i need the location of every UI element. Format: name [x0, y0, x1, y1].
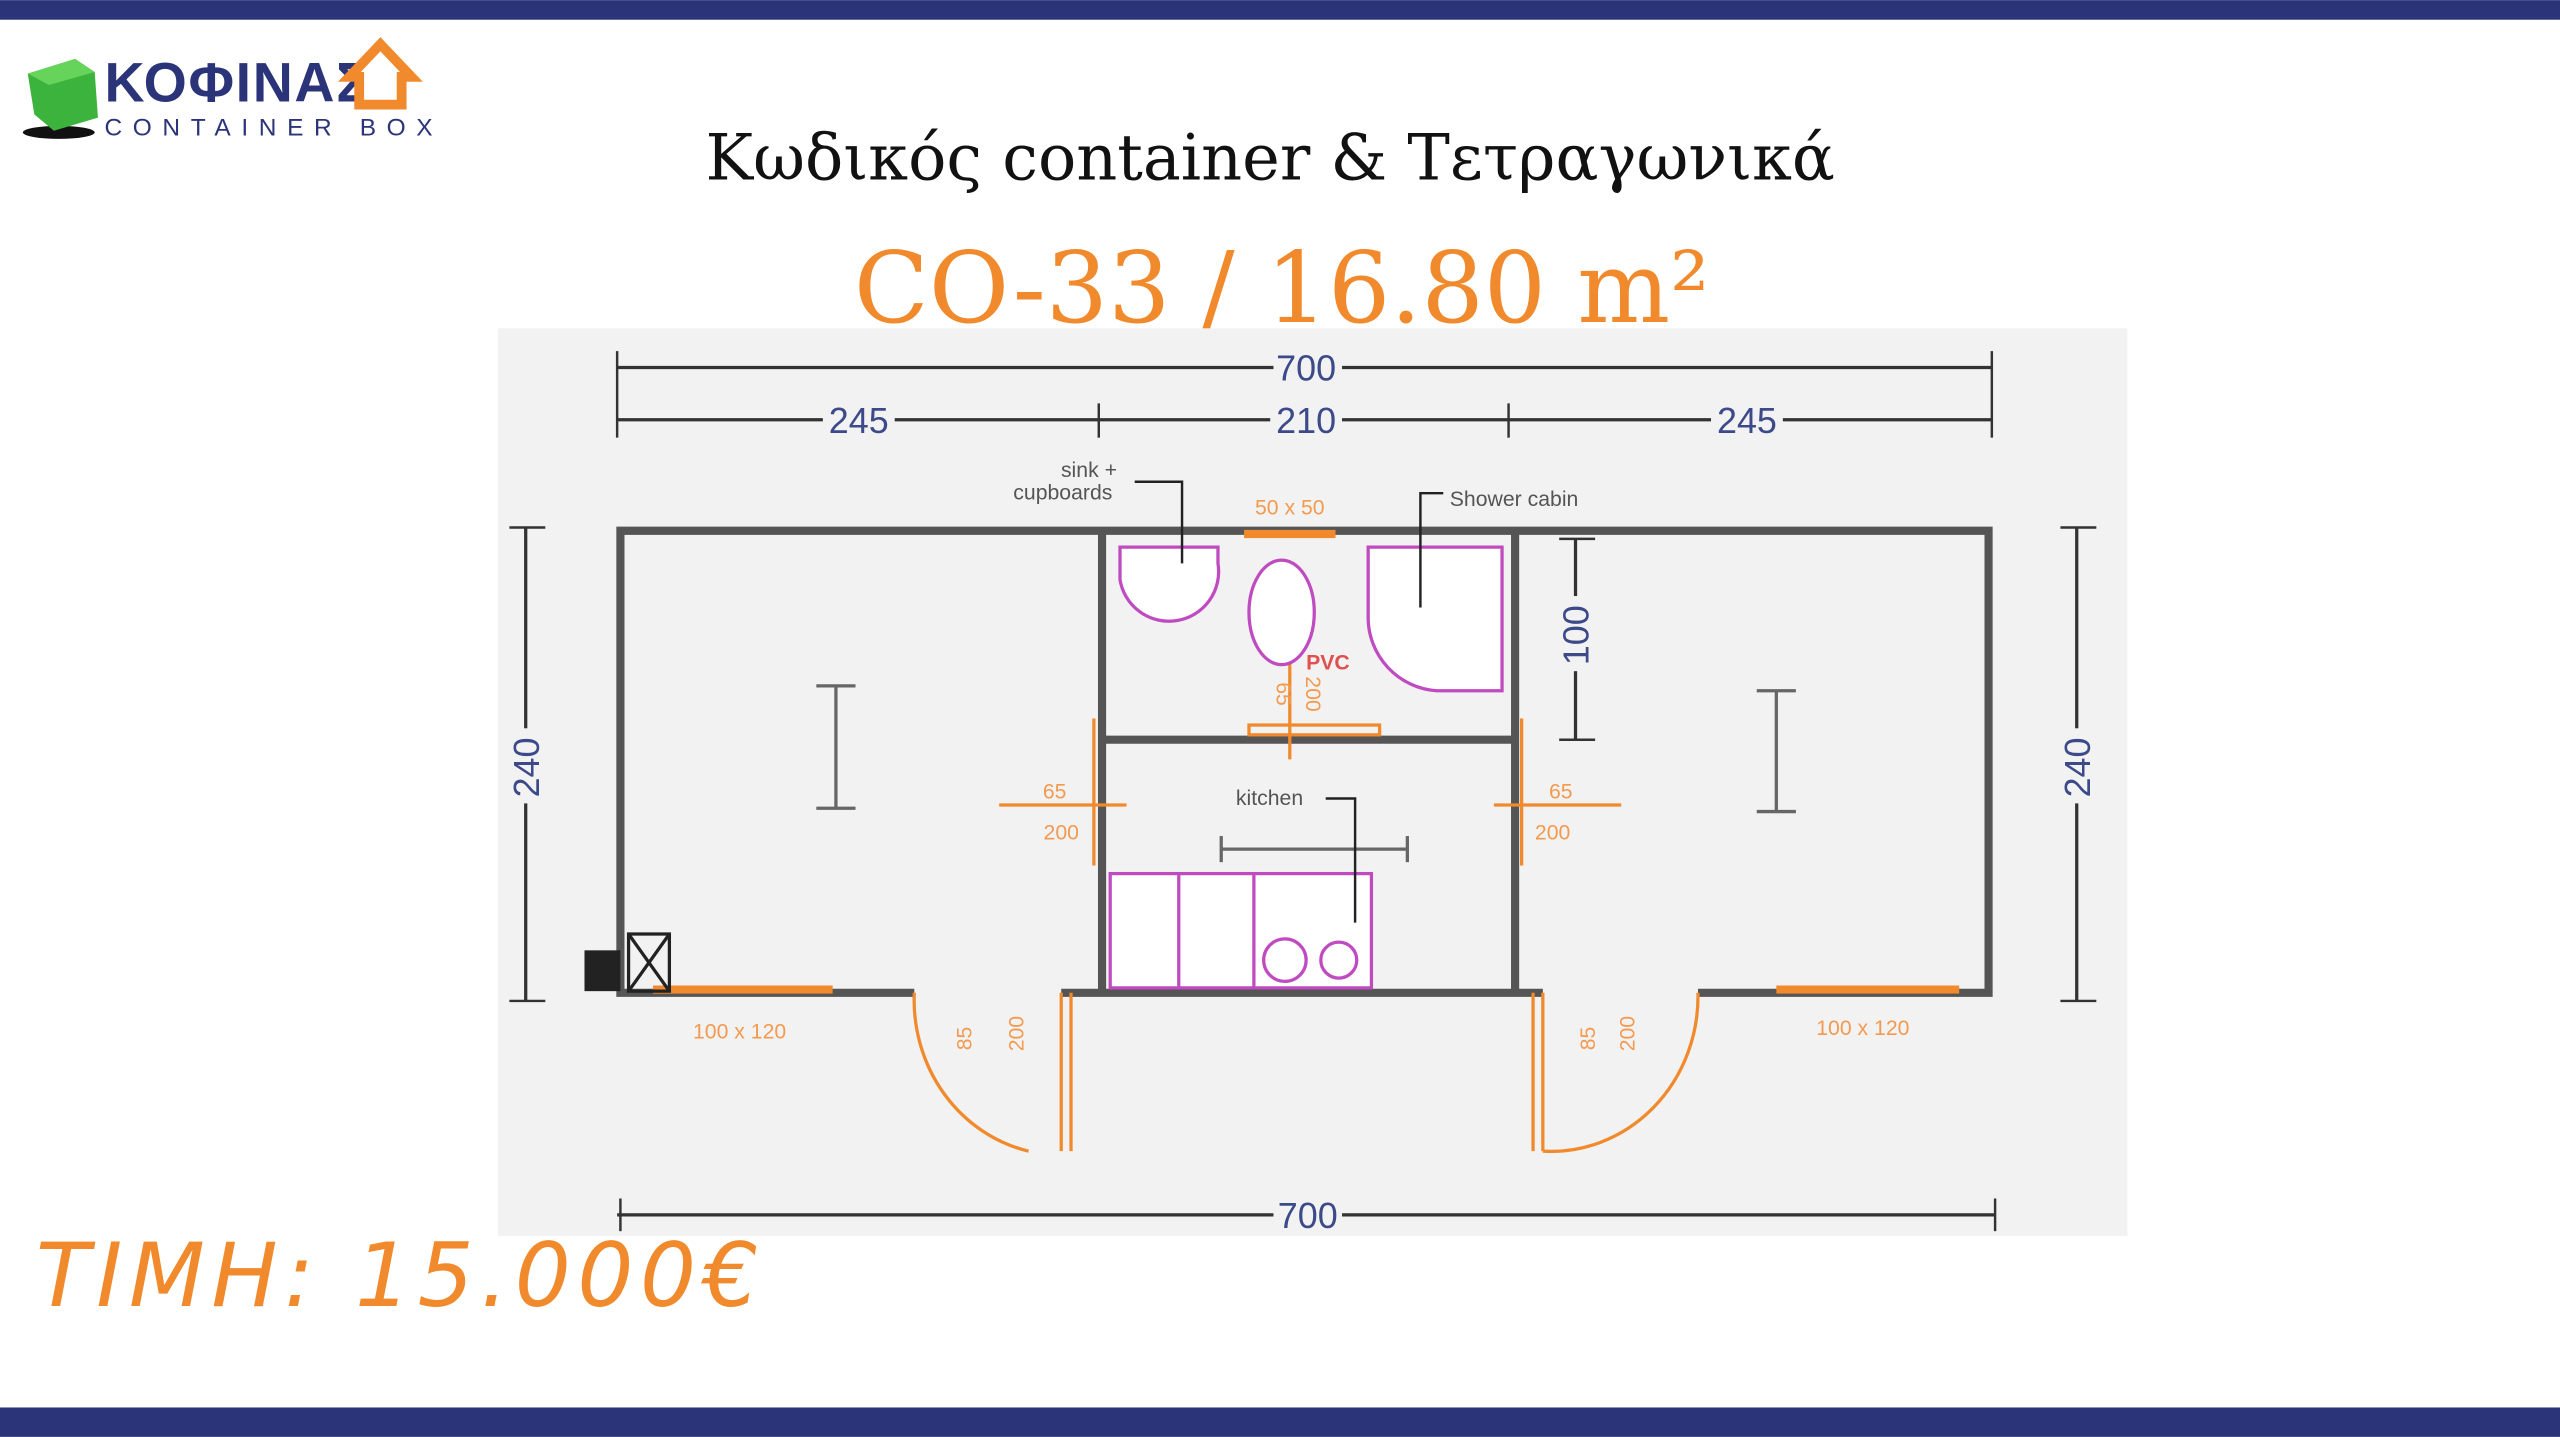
container-code: CO-33 / 16.80 m²	[854, 232, 1709, 346]
dim-right: 245	[1717, 400, 1777, 441]
label-right-int-door-h: 200	[1535, 821, 1570, 844]
electrical-panel	[584, 932, 672, 993]
brand-subtitle: CONTAINER BOX	[104, 115, 443, 142]
label-left-door-h: 200	[1006, 1016, 1029, 1051]
label-bath-door-w: 65	[1272, 682, 1295, 706]
label-window-left: 100 x 120	[693, 1020, 786, 1043]
label-bath-door-h: 200	[1301, 676, 1324, 711]
green-cube-icon	[22, 58, 98, 139]
bottom-bar	[0, 1407, 2560, 1437]
dim-total-top: 700	[1276, 348, 1336, 389]
label-shower: Shower cabin	[1450, 488, 1579, 511]
dim-middle: 210	[1276, 400, 1336, 441]
label-kitchen: kitchen	[1236, 787, 1303, 810]
label-left-int-door-h: 200	[1044, 821, 1079, 844]
top-bar	[0, 0, 2560, 20]
dim-bath-depth: 100	[1556, 605, 1597, 665]
dim-height-right: 240	[2057, 738, 2098, 798]
price-label: ΤΙΜΗ: 15.000€	[36, 1224, 765, 1327]
label-right-int-door-w: 65	[1549, 780, 1573, 803]
page-title: Κωδικός container & Τετραγωνικά	[706, 122, 1835, 196]
label-window-bath: 50 x 50	[1255, 496, 1325, 519]
kitchen-unit	[1108, 871, 1374, 990]
label-window-right: 100 x 120	[1816, 1017, 1909, 1040]
dim-height-left: 240	[506, 738, 547, 798]
floor-plan: 700 245 210 245 700 240 240 100	[497, 328, 2128, 1237]
dim-left: 245	[829, 400, 889, 441]
label-cupboards: cupboards	[1013, 482, 1112, 505]
house-icon	[337, 37, 423, 110]
label-right-door-h: 200	[1616, 1016, 1639, 1051]
brand-logo: ΚΟΦΙΝΑΣ CONTAINER BOX	[22, 37, 443, 142]
label-pvc: PVC	[1306, 652, 1350, 675]
label-left-door-w: 85	[953, 1027, 976, 1051]
label-left-int-door-w: 65	[1043, 780, 1067, 803]
dim-total-bottom: 700	[1278, 1195, 1338, 1236]
label-sink: sink +	[1061, 459, 1117, 482]
brand-name: ΚΟΦΙΝΑΣ	[104, 51, 371, 113]
label-right-door-w: 85	[1577, 1027, 1600, 1051]
bathroom-fixtures	[1118, 545, 1504, 693]
